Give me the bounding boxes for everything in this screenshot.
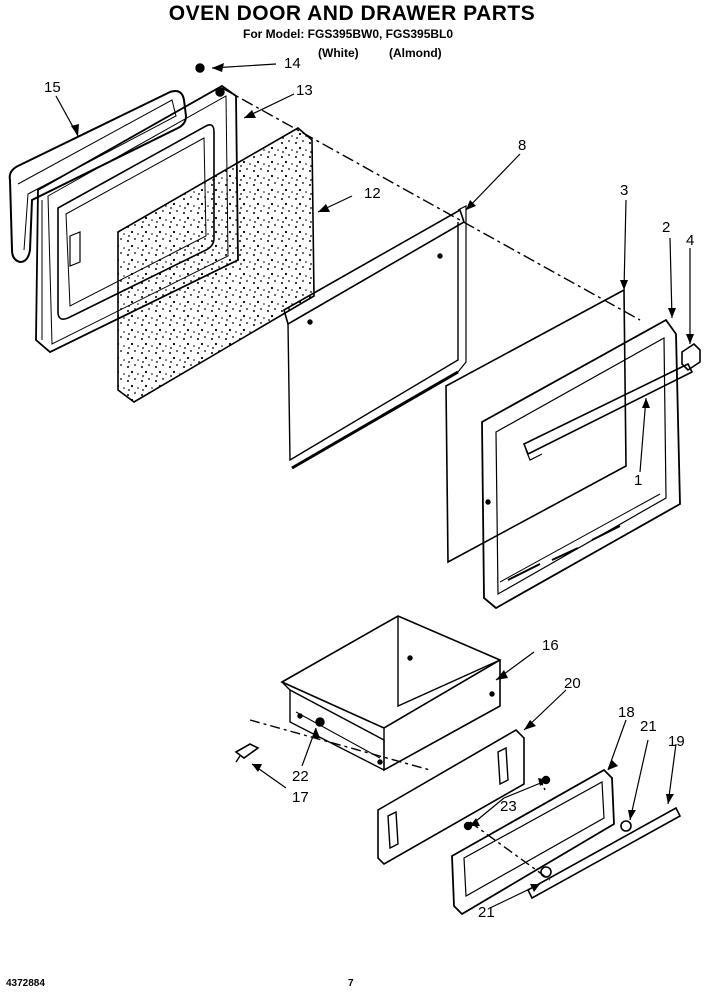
door-gasket-part-15 (8, 90, 188, 264)
drawer-clip-part-17 (234, 743, 260, 763)
callout-18: 18 (618, 704, 635, 721)
door-frame-part-2 (481, 318, 681, 610)
drawer-front-panel-part-20 (377, 728, 525, 865)
screw-part-14 (195, 63, 205, 73)
callout-4: 4 (686, 232, 695, 249)
callout-13: 13 (296, 82, 313, 99)
insulation-part-12 (117, 127, 315, 403)
screw-part-22 (315, 717, 325, 727)
callout-8: 8 (518, 137, 527, 154)
callout-19: 19 (668, 733, 685, 750)
nut-part-21 (540, 820, 632, 878)
handle-end-cap-part-4 (681, 342, 701, 372)
drawer-outer-panel-part-18 (451, 768, 615, 916)
callout-16: 16 (542, 637, 559, 654)
callout-14: 14 (284, 55, 301, 72)
callout-21-lower: 21 (478, 904, 495, 921)
trim-strip-part-19 (526, 806, 682, 900)
page-title: OVEN DOOR AND DRAWER PARTS (168, 2, 536, 25)
callout-2: 2 (662, 219, 671, 236)
callout-21-upper: 21 (640, 718, 657, 735)
callout-3: 3 (620, 182, 629, 199)
callout-15: 15 (44, 79, 61, 96)
callout-1: 1 (634, 472, 643, 489)
callout-12: 12 (364, 185, 381, 202)
callout-17: 17 (292, 789, 309, 806)
outer-glass-part-3 (445, 288, 627, 564)
drawer-body-part-16 (280, 615, 502, 772)
color-white-label: (White) (318, 46, 359, 60)
inner-glass-part-8 (283, 205, 467, 470)
callout-22: 22 (292, 768, 309, 785)
door-handle-part-1 (522, 362, 694, 461)
page-number: 7 (348, 978, 354, 989)
color-almond-label: (Almond) (389, 46, 442, 60)
callout-23: 23 (500, 798, 517, 815)
model-line: For Model: FGS395BW0, FGS395BL0 (243, 27, 454, 41)
callout-20: 20 (564, 675, 581, 692)
part-number: 4372884 (6, 978, 45, 989)
